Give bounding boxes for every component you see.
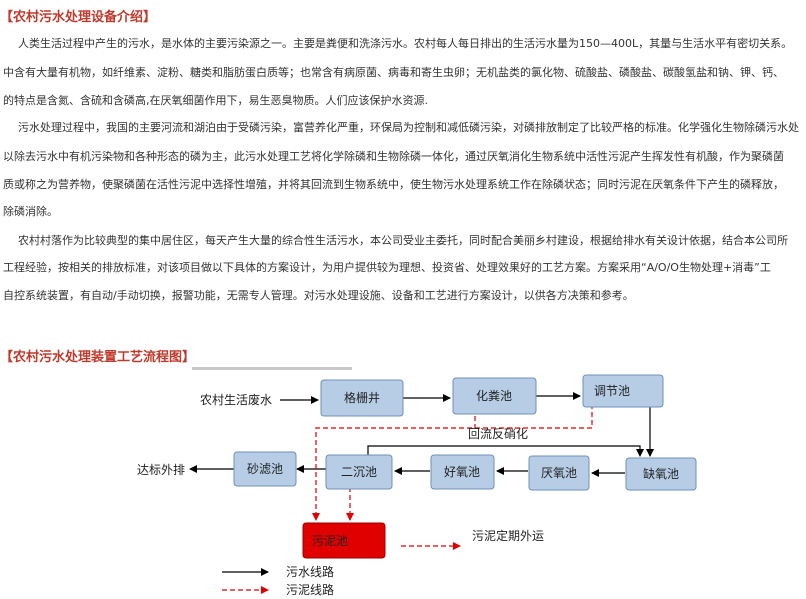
anaerobic-tank-box	[528, 455, 590, 491]
paragraph-line: 中含有大量有机物，如纤维素、淀粉、糖类和脂肪蛋白质等；也常含有病原菌、病毒和寄生…	[3, 66, 784, 79]
anaerobic-tank-label: 厌氧池	[541, 466, 577, 480]
paragraph-line: 农村村落作为比较典型的集中居住区，每天产生大量的综合性生活污水，本公司受业主委托…	[18, 234, 788, 247]
aerobic-tank-box	[430, 454, 495, 490]
sludge-tank-label: 污泥池	[312, 534, 348, 548]
input-label: 农村生活废水	[200, 392, 272, 407]
septic-tank-box	[452, 377, 537, 415]
secondary-clarifier-box	[325, 454, 393, 490]
regulating-tank-box	[582, 374, 664, 408]
paragraph-line: 污水处理过程中，我国的主要河流和湖泊由于受磷污染，富营养化严重，环保局为控制和减…	[18, 121, 799, 134]
legend-sludge-label: 污泥线路	[286, 582, 334, 597]
paragraph-line: 的特点是含氮、含硫和含磷高,在厌氧细菌作用下，易生恶臭物质。人们应该保护水资源.	[3, 94, 428, 107]
aerobic-tank-label: 好氧池	[444, 465, 480, 479]
grille-well-label: 格栅井	[344, 390, 380, 405]
section-title-flowchart: 【农村污水处理装置工艺流程图】	[0, 350, 196, 365]
paragraph-line: 质或称之为营养物，使聚磷菌在活性污泥中选择性增殖，并将其回流到生物系统中，使生物…	[3, 178, 784, 191]
divider	[192, 367, 352, 370]
sludge-out-label: 污泥定期外运	[472, 528, 544, 543]
paragraph-line: 以除去污水中有机污染物和各种形态的磷为主，此污水处理工艺将化学除磷和生物除磷一体…	[3, 150, 784, 163]
sand-filter-label: 砂滤池	[247, 462, 283, 476]
regulating-tank-label: 调节池	[594, 384, 630, 398]
septic-tank-label: 化粪池	[476, 389, 512, 403]
secondary-clarifier-label: 二沉池	[341, 465, 377, 479]
legend-sewage-label: 污水线路	[286, 564, 334, 579]
paragraph-line: 除磷消除。	[3, 205, 58, 218]
sludge-return-line	[312, 404, 593, 521]
grille-well-box	[320, 379, 404, 417]
anoxic-tank-box	[625, 457, 697, 491]
sand-filter-box	[233, 451, 297, 487]
paragraph-line: 自控系统装置，有自动/手动切换，报警功能，无需专人管理。对污水处理设施、设备和工…	[3, 289, 634, 302]
reflux-line	[367, 445, 644, 457]
reflux-label: 回流反硝化	[468, 427, 528, 441]
anoxic-tank-label: 缺氧池	[643, 466, 679, 481]
output-label: 达标外排	[137, 463, 185, 477]
section-title-equipment: 【农村污水处理设备介绍】	[0, 10, 157, 25]
paragraph-line: 人类生活过程中产生的污水，是水体的主要污染源之一。主要是粪便和洗涤污水。农村每人…	[18, 37, 793, 50]
paragraph-line: 工程经验，按相关的排放标准，对该项目做以下具体的方案设计，为用户提供较为理想、投…	[3, 261, 771, 274]
sludge-tank-box	[302, 522, 386, 559]
